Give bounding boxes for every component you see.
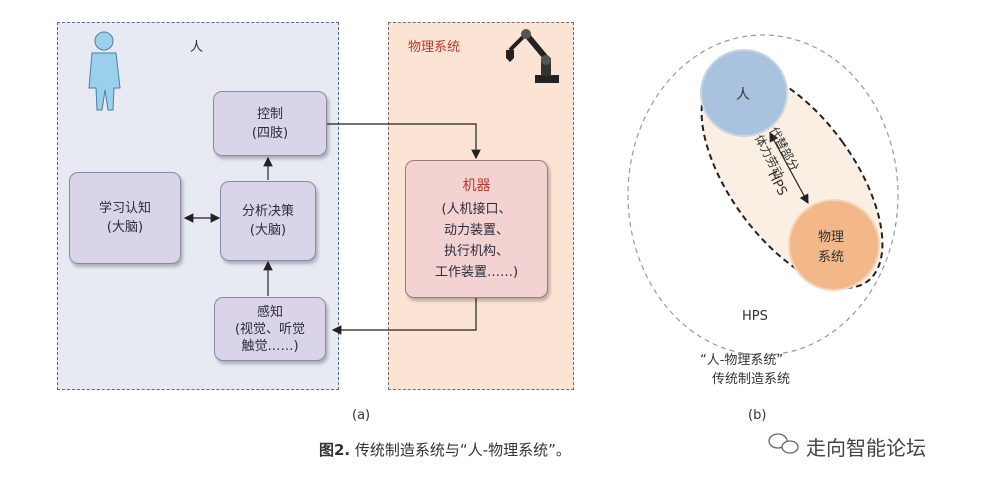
subfigure-a-label: (a)	[352, 408, 371, 423]
perception-line3: 触觉……)	[241, 338, 299, 354]
machine-line4: 工作装置……)	[434, 264, 519, 280]
control-subtitle: (四肢)	[251, 125, 289, 141]
robot-arm-icon	[506, 29, 559, 83]
physical-circle-label: 物理 系统	[818, 228, 844, 268]
figure-caption: 图2. 传统制造系统与“人-物理系统”。	[319, 439, 571, 460]
perception-box: 感知 (视觉、听觉 触觉……)	[214, 297, 326, 361]
hps-caption-line2: 传统制造系统	[712, 372, 791, 387]
physical-panel-label: 物理系统	[408, 40, 461, 55]
subfigure-b-label: (b)	[748, 408, 767, 423]
machine-line3: 执行机构、	[443, 243, 509, 259]
physical-circle-line2: 系统	[818, 250, 845, 265]
wechat-icon	[768, 433, 799, 454]
hps-caption-line1: “人-物理系统”	[700, 353, 784, 368]
learning-box: 学习认知 (大脑)	[69, 172, 181, 264]
human-figure-icon	[88, 31, 121, 111]
perception-line2: (视觉、听觉	[234, 321, 306, 337]
learning-subtitle: (大脑)	[106, 220, 144, 235]
human-circle	[700, 49, 788, 137]
hps-double-arrow	[769, 131, 809, 205]
decision-subtitle: (大脑)	[249, 223, 287, 238]
human-circle-label: 人	[736, 87, 750, 103]
human-panel-label: 人	[190, 40, 204, 55]
physical-circle-line1: 物理	[818, 230, 845, 245]
control-box: 控制 (四肢)	[213, 91, 327, 156]
decision-box: 分析决策 (大脑)	[220, 181, 316, 261]
figure-caption-text: 传统制造系统与“人-物理系统”。	[354, 441, 571, 459]
machine-title: 机器	[462, 177, 491, 194]
figure-caption-prefix: 图2.	[319, 441, 351, 459]
perception-title: 感知	[256, 304, 283, 320]
machine-line1: (人机接口、	[441, 201, 512, 217]
watermark-text: 走向智能论坛	[806, 436, 926, 460]
outer-hps-label: HPS	[742, 309, 768, 324]
physical-circle	[788, 199, 880, 291]
control-title: 控制	[256, 106, 283, 122]
machine-box: 机器 (人机接口、 动力装置、 执行机构、 工作装置……)	[405, 160, 548, 298]
machine-line2: 动力装置、	[443, 222, 509, 238]
learning-title: 学习认知	[98, 201, 151, 216]
decision-title: 分析决策	[241, 204, 294, 219]
